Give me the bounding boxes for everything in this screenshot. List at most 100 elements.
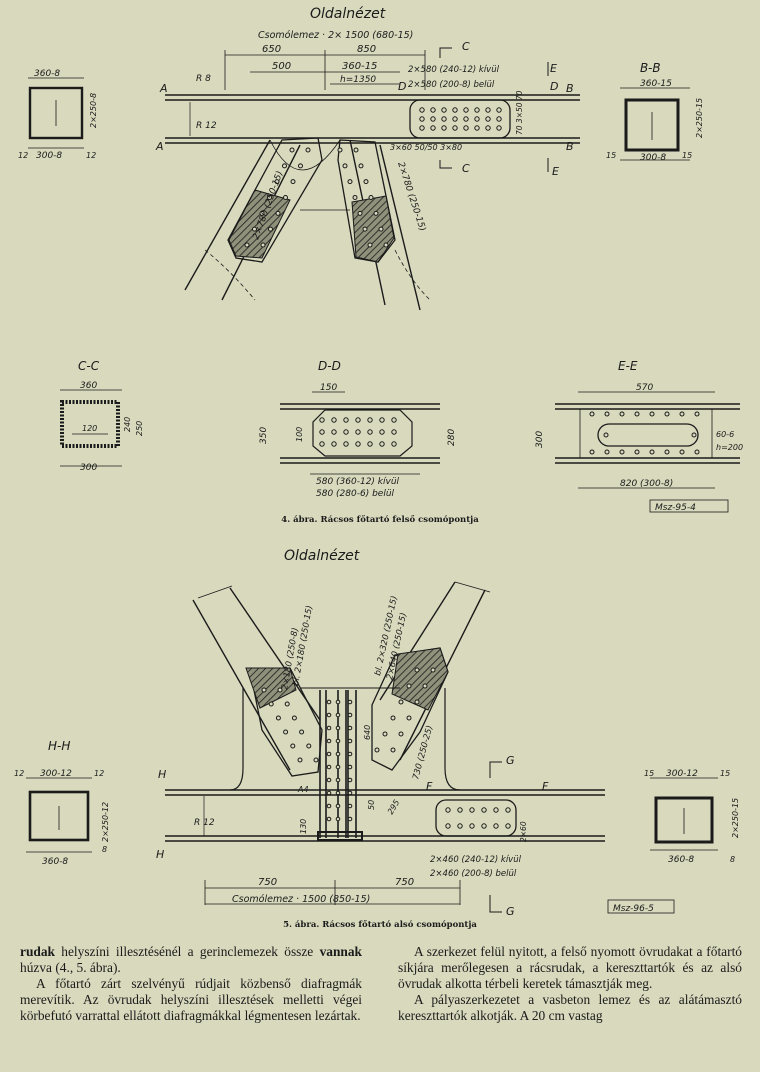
fig5-splice-inner-note: 2×460 (200-8) belül <box>430 869 517 879</box>
aa-top-dim: 360-8 <box>34 69 60 79</box>
bolt-hole <box>260 242 266 248</box>
fig5-dim-295: 295 <box>386 798 401 816</box>
section-mark-e-bottom: E <box>552 165 559 178</box>
text-column-left: rudak helyszíni illesztésénél a gerincle… <box>20 944 362 1024</box>
bolt-hole <box>259 210 265 216</box>
bolt-hole <box>691 432 697 438</box>
bolt-hole <box>664 449 670 455</box>
fig4-gusset-note: Csomólemez · 2× 1500 (680-15) <box>258 30 413 41</box>
left-paragraph-2: A főtartó zárt szelvényű rúdjait közbens… <box>20 976 362 1023</box>
splice-bottom-dims: 3×60 50/50 3×80 <box>390 143 462 152</box>
bolt-hole <box>485 107 491 113</box>
aa-bottom-dim: 300-8 <box>36 151 62 161</box>
bolt-hole <box>694 411 700 417</box>
cc-inner-dim: 120 <box>82 424 97 433</box>
hh-bottom-dim: 360-8 <box>42 857 68 867</box>
bolt-hole <box>414 667 420 673</box>
hh-b-dim: 8 <box>102 845 107 854</box>
bolt-hole <box>319 417 325 423</box>
fig5-dim-750b: 750 <box>395 877 414 888</box>
bolt-hole <box>463 116 469 122</box>
section-mark-b-top: B <box>566 82 574 95</box>
bolt-hole <box>378 226 384 232</box>
fig5-dim-50: 50 <box>367 800 376 810</box>
bolt-hole <box>383 242 389 248</box>
fig4-caption: 4. ábra. Rácsos főtartó felső csomópontj… <box>281 514 479 525</box>
bolt-hole <box>382 731 388 737</box>
bolt-hole <box>463 125 469 131</box>
bolt-hole <box>430 667 436 673</box>
section-dd: D-D 150 350 100 280 580 (360-12) kívül 5… <box>259 359 457 499</box>
bolt-hole <box>390 715 396 721</box>
bolt-hole <box>343 417 349 423</box>
ee-bottom-dim: 820 (300-8) <box>620 479 673 489</box>
bolt-hole <box>368 195 374 200</box>
bb-right-dim: 15 <box>682 151 692 160</box>
section-mark-a-top: A <box>159 82 168 95</box>
fig5-title: Oldalnézet <box>284 548 360 564</box>
section-bb: B-B 360-15 2×250-15 300-8 15 15 <box>606 61 704 163</box>
bb-left-dim: 15 <box>606 151 616 160</box>
bolt-hole <box>347 738 353 744</box>
bolt-hole <box>244 242 250 248</box>
bolt-hole <box>463 107 469 113</box>
bolt-hole <box>357 210 363 216</box>
bolt-hole <box>474 107 480 113</box>
bolt-hole <box>335 764 341 770</box>
bolt-hole <box>335 803 341 809</box>
hh-right-dim: 12 <box>94 769 104 778</box>
fig5-right-weld-hatch <box>391 647 449 711</box>
left-p1-a: helyszíni illesztésénél a gerinclemezek … <box>54 944 320 959</box>
right-weld-hatch <box>351 195 395 263</box>
gg-b-dim: 8 <box>730 855 735 864</box>
bolt-hole <box>313 757 319 763</box>
gg-bottom-dim: 360-8 <box>668 855 694 865</box>
cc-title: C-C <box>78 359 100 373</box>
bolt-hole <box>398 731 404 737</box>
bolt-hole <box>649 411 655 417</box>
hh-left-dim: 12 <box>14 769 24 778</box>
cc-bottom-dim: 300 <box>80 463 97 473</box>
bolt-hole <box>589 449 595 455</box>
bolt-hole <box>337 147 343 153</box>
bolt-hole <box>367 441 373 447</box>
bolt-hole <box>326 816 332 822</box>
bolt-hole <box>326 764 332 770</box>
fig5-bottom-dimension-lines <box>204 880 461 905</box>
bolt-hole <box>326 777 332 783</box>
aa-side-dim: 2×250-8 <box>89 93 98 128</box>
bolt-hole <box>379 429 385 435</box>
dd-bolt-holes <box>319 417 397 447</box>
bolt-hole <box>363 179 369 185</box>
dim-500: 500 <box>272 61 291 72</box>
bolt-hole <box>343 429 349 435</box>
bolt-hole <box>391 417 397 423</box>
section-cc: C-C 360 120 240 250 300 <box>60 359 144 473</box>
bolt-hole <box>335 725 341 731</box>
bolt-hole <box>267 195 272 200</box>
bb-side-dim: 2×250-15 <box>695 98 704 138</box>
dim-diag-right: 2×780 (250-15) <box>395 161 427 233</box>
bolt-hole <box>679 411 685 417</box>
bolt-hole <box>619 411 625 417</box>
bb-bottom-dim: 300-8 <box>640 153 666 163</box>
bolt-hole <box>352 195 358 200</box>
bolt-hole <box>299 729 305 735</box>
bb-top-dim: 360-15 <box>640 79 672 89</box>
bolt-hole <box>342 163 348 169</box>
dim-r12: R 12 <box>196 121 217 131</box>
bolt-hole <box>347 179 353 185</box>
bolt-hole <box>391 441 397 447</box>
bolt-hole <box>335 738 341 744</box>
section-mark-c-bottom: C <box>462 162 470 175</box>
bolt-hole <box>452 125 458 131</box>
fig5-web-bolt-holes <box>326 699 353 822</box>
bolt-hole <box>457 807 463 813</box>
splice-inner-note: 2×580 (200-8) belül <box>408 80 495 90</box>
section-mark-g-top: G <box>506 754 515 767</box>
dd-note-outer: 580 (360-12) kívül <box>316 477 400 487</box>
bolt-hole <box>326 738 332 744</box>
dim-r8: R 8 <box>196 74 211 84</box>
bolt-hole <box>493 807 499 813</box>
